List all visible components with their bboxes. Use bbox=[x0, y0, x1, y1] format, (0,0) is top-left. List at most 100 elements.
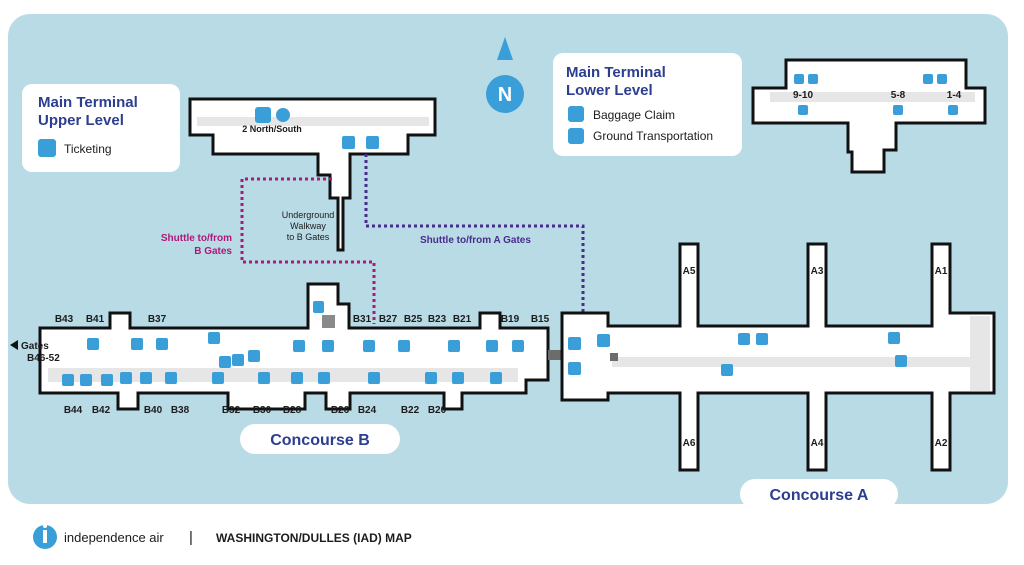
gate-label: A4 bbox=[811, 438, 824, 449]
phone-icon bbox=[452, 372, 464, 384]
phone-icon bbox=[101, 374, 113, 386]
claim-label: 1-4 bbox=[947, 90, 962, 101]
checkpoint-icon bbox=[276, 108, 290, 122]
north-arrow-icon bbox=[497, 37, 513, 60]
phone-icon bbox=[80, 374, 92, 386]
claim-label: 5-8 bbox=[891, 90, 906, 101]
concourse-b-gates: B43 B41 B37 B31 B27 B25 B23 B21 B19 B15 … bbox=[55, 314, 550, 416]
walkway-label-line: Underground bbox=[282, 210, 335, 220]
concourse-a-end-block bbox=[970, 316, 990, 391]
gate-label: B27 bbox=[379, 314, 398, 325]
brand-logo-dot bbox=[43, 524, 47, 528]
elevator-icon bbox=[313, 301, 324, 313]
gate-label: A3 bbox=[811, 266, 824, 277]
phone-icon bbox=[512, 340, 524, 352]
lower-level-legend: Main Terminal Lower Level Baggage Claim … bbox=[553, 53, 742, 156]
restroom-icon bbox=[568, 337, 581, 350]
gate-label: B38 bbox=[171, 405, 190, 416]
upper-level-legend: Main Terminal Upper Level Ticketing bbox=[22, 84, 180, 172]
compass: N bbox=[486, 37, 524, 113]
elevator-icon bbox=[568, 362, 581, 375]
lower-level-map: 9-10 5-8 1-4 bbox=[751, 58, 987, 174]
concourse-a-building bbox=[560, 242, 996, 472]
amenity-icon bbox=[756, 333, 768, 345]
concourse-b-icons bbox=[62, 332, 524, 386]
restroom-icon bbox=[165, 372, 177, 384]
west-gates-line2: B46-52 bbox=[27, 353, 60, 364]
escalator-icon bbox=[322, 315, 335, 328]
concourse-a-name: Concourse A bbox=[770, 487, 869, 504]
gate-label: B22 bbox=[401, 405, 420, 416]
mini-baggage-icon bbox=[794, 74, 804, 84]
ground-transportation-icon bbox=[568, 128, 584, 144]
phone-icon bbox=[322, 340, 334, 352]
checkpoint-label: 2 North/South bbox=[242, 124, 302, 134]
gate-label: B28 bbox=[283, 405, 302, 416]
amenity-icon bbox=[120, 372, 132, 384]
mail-icon bbox=[208, 332, 220, 344]
ticketing-icon bbox=[366, 136, 379, 149]
gate-label: B40 bbox=[144, 405, 163, 416]
phone-icon bbox=[486, 340, 498, 352]
gate-label: B41 bbox=[86, 314, 105, 325]
gate-label: B42 bbox=[92, 405, 111, 416]
phone-icon bbox=[156, 338, 168, 350]
info-icon bbox=[232, 354, 244, 366]
compass-label: N bbox=[498, 84, 512, 106]
upper-legend-title-line2: Upper Level bbox=[38, 112, 124, 129]
shuttle-a-label: Shuttle to/from A Gates bbox=[420, 235, 531, 246]
mini-baggage-icon bbox=[893, 105, 903, 115]
shuttle-b-label: Shuttle to/from B Gates bbox=[161, 233, 233, 257]
phone-icon bbox=[490, 372, 502, 384]
phone-icon bbox=[131, 338, 143, 350]
amenity-icon bbox=[212, 372, 224, 384]
mini-baggage-icon bbox=[948, 105, 958, 115]
mini-baggage-icon bbox=[923, 74, 933, 84]
lower-legend-title-line2: Lower Level bbox=[566, 82, 653, 99]
footer-divider: | bbox=[189, 529, 193, 546]
concourse-a-name-pill: Concourse A bbox=[740, 479, 898, 509]
arrow-left-icon bbox=[10, 340, 18, 350]
compass-circle bbox=[486, 75, 524, 113]
west-gates-label: Gates B46-52 bbox=[10, 340, 60, 364]
main-terminal: 2 North/South bbox=[188, 97, 437, 252]
concourse-b-name: Concourse B bbox=[270, 432, 370, 449]
gate-label: B37 bbox=[148, 314, 167, 325]
gate-label: A5 bbox=[683, 266, 696, 277]
phone-icon bbox=[62, 374, 74, 386]
walkway-label-line: to B Gates bbox=[287, 232, 330, 242]
gate-label: B20 bbox=[428, 405, 447, 416]
lower-legend-item-baggage: Baggage Claim bbox=[593, 108, 675, 122]
gate-label: A2 bbox=[935, 438, 948, 449]
restroom-icon bbox=[248, 350, 260, 362]
west-gates-line1: Gates bbox=[21, 341, 49, 352]
gate-label: A6 bbox=[683, 438, 696, 449]
connector-bridge bbox=[548, 350, 562, 360]
amenity-icon bbox=[398, 340, 410, 352]
walkway-label: Underground Walkway to B Gates bbox=[282, 210, 335, 242]
lower-legend-item-ground: Ground Transportation bbox=[593, 129, 713, 143]
restroom-icon bbox=[448, 340, 460, 352]
escalator-icon bbox=[610, 353, 618, 361]
gate-label: A1 bbox=[935, 266, 948, 277]
footer-title: WASHINGTON/DULLES (IAD) MAP bbox=[216, 531, 412, 545]
gate-label: B26 bbox=[331, 405, 350, 416]
gate-label: B30 bbox=[253, 405, 272, 416]
gate-label: B15 bbox=[531, 314, 550, 325]
gate-label: B43 bbox=[55, 314, 74, 325]
brand-logo-mark bbox=[43, 530, 47, 543]
ticketing-icon bbox=[342, 136, 355, 149]
gate-label: B21 bbox=[453, 314, 472, 325]
restroom-icon bbox=[721, 364, 733, 376]
phone-icon bbox=[291, 372, 303, 384]
gate-label: B19 bbox=[501, 314, 520, 325]
mini-baggage-icon bbox=[798, 105, 808, 115]
phone-icon bbox=[363, 340, 375, 352]
restroom-icon bbox=[258, 372, 270, 384]
baggage-claim-icon bbox=[568, 106, 584, 122]
gate-label: B25 bbox=[404, 314, 423, 325]
gate-label: B31 bbox=[353, 314, 372, 325]
transport-icon bbox=[597, 334, 610, 347]
concourse-a-gates: A5 A3 A1 A6 A4 A2 bbox=[683, 266, 948, 449]
